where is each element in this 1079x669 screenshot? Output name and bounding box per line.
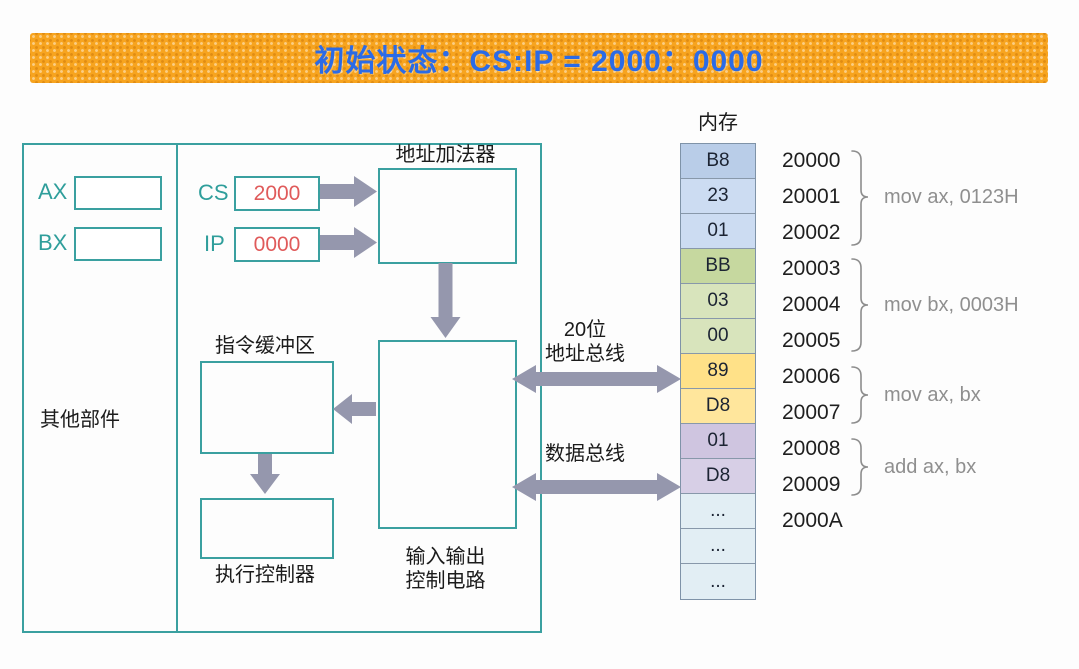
address-bus-label-line1: 20位 <box>563 319 607 341</box>
memory-address: 20006 <box>782 365 841 388</box>
memory-cell: D8 <box>681 459 755 494</box>
memory-cell: ... <box>681 564 755 599</box>
memory-address: 20001 <box>782 185 841 208</box>
execution-controller-label: 执行控制器 <box>215 564 315 586</box>
instruction-label: mov ax, bx <box>884 384 981 406</box>
memory-cell: 01 <box>681 424 755 459</box>
memory-address: 20004 <box>782 293 841 316</box>
memory-cell: 89 <box>681 354 755 389</box>
memory-address: 2000A <box>782 509 843 532</box>
page-title: 初始状态：CS:IP = 2000：0000 <box>314 45 764 78</box>
register-box-ip: 0000 <box>234 227 320 262</box>
instruction-buffer-box <box>200 361 334 454</box>
register-value-ip: 0000 <box>253 232 301 256</box>
memory-cell: ... <box>681 529 755 564</box>
memory-address: 20005 <box>782 329 841 352</box>
memory-address: 20002 <box>782 221 841 244</box>
memory-cell: 03 <box>681 284 755 319</box>
io-control-label-line1: 输入输出 <box>405 546 486 568</box>
instruction-label: mov bx, 0003H <box>884 294 1019 316</box>
memory-header: 内存 <box>698 112 738 134</box>
io-control-label-line2: 控制电路 <box>405 570 486 592</box>
instruction-label: add ax, bx <box>884 456 977 478</box>
register-box-bx <box>74 227 162 261</box>
cpu-divider <box>176 145 178 631</box>
instruction-label: mov ax, 0123H <box>884 186 1019 208</box>
memory-cell: BB <box>681 249 755 284</box>
address-adder-box <box>378 168 517 264</box>
memory-cell: 01 <box>681 214 755 249</box>
title-banner: 初始状态：CS:IP = 2000：0000 <box>30 33 1048 83</box>
address-bus-label: 20位 地址总线 <box>525 318 645 366</box>
register-label-bx: BX <box>38 230 68 255</box>
memory-cell: D8 <box>681 389 755 424</box>
data-bus-label: 数据总线 <box>545 443 625 465</box>
address-bus-label-line2: 地址总线 <box>545 343 625 365</box>
memory-column: B8 23 01 BB 03 00 89 D8 01 D8 ... ... ..… <box>680 143 756 600</box>
register-value-cs: 2000 <box>253 181 301 205</box>
register-label-ip: IP <box>204 231 225 256</box>
memory-cell: B8 <box>681 144 755 179</box>
memory-address: 20000 <box>782 149 841 172</box>
memory-address: 20003 <box>782 257 841 280</box>
execution-controller-box <box>200 498 334 559</box>
other-components-label: 其他部件 <box>40 409 120 431</box>
register-box-ax <box>74 176 162 210</box>
address-adder-label: 地址加法器 <box>395 144 496 166</box>
memory-address: 20009 <box>782 473 841 496</box>
memory-address: 20007 <box>782 401 841 424</box>
instruction-buffer-label: 指令缓冲区 <box>215 335 315 357</box>
io-control-box <box>378 340 517 529</box>
register-label-cs: CS <box>198 180 229 205</box>
io-control-label: 输入输出 控制电路 <box>378 545 513 593</box>
memory-cell: 00 <box>681 319 755 354</box>
memory-cell: ... <box>681 494 755 529</box>
address-column: 20000 20001 20002 20003 20004 20005 2000… <box>782 143 862 539</box>
register-label-ax: AX <box>38 179 68 204</box>
memory-address: 20008 <box>782 437 841 460</box>
memory-cell: 23 <box>681 179 755 214</box>
register-box-cs: 2000 <box>234 176 320 211</box>
